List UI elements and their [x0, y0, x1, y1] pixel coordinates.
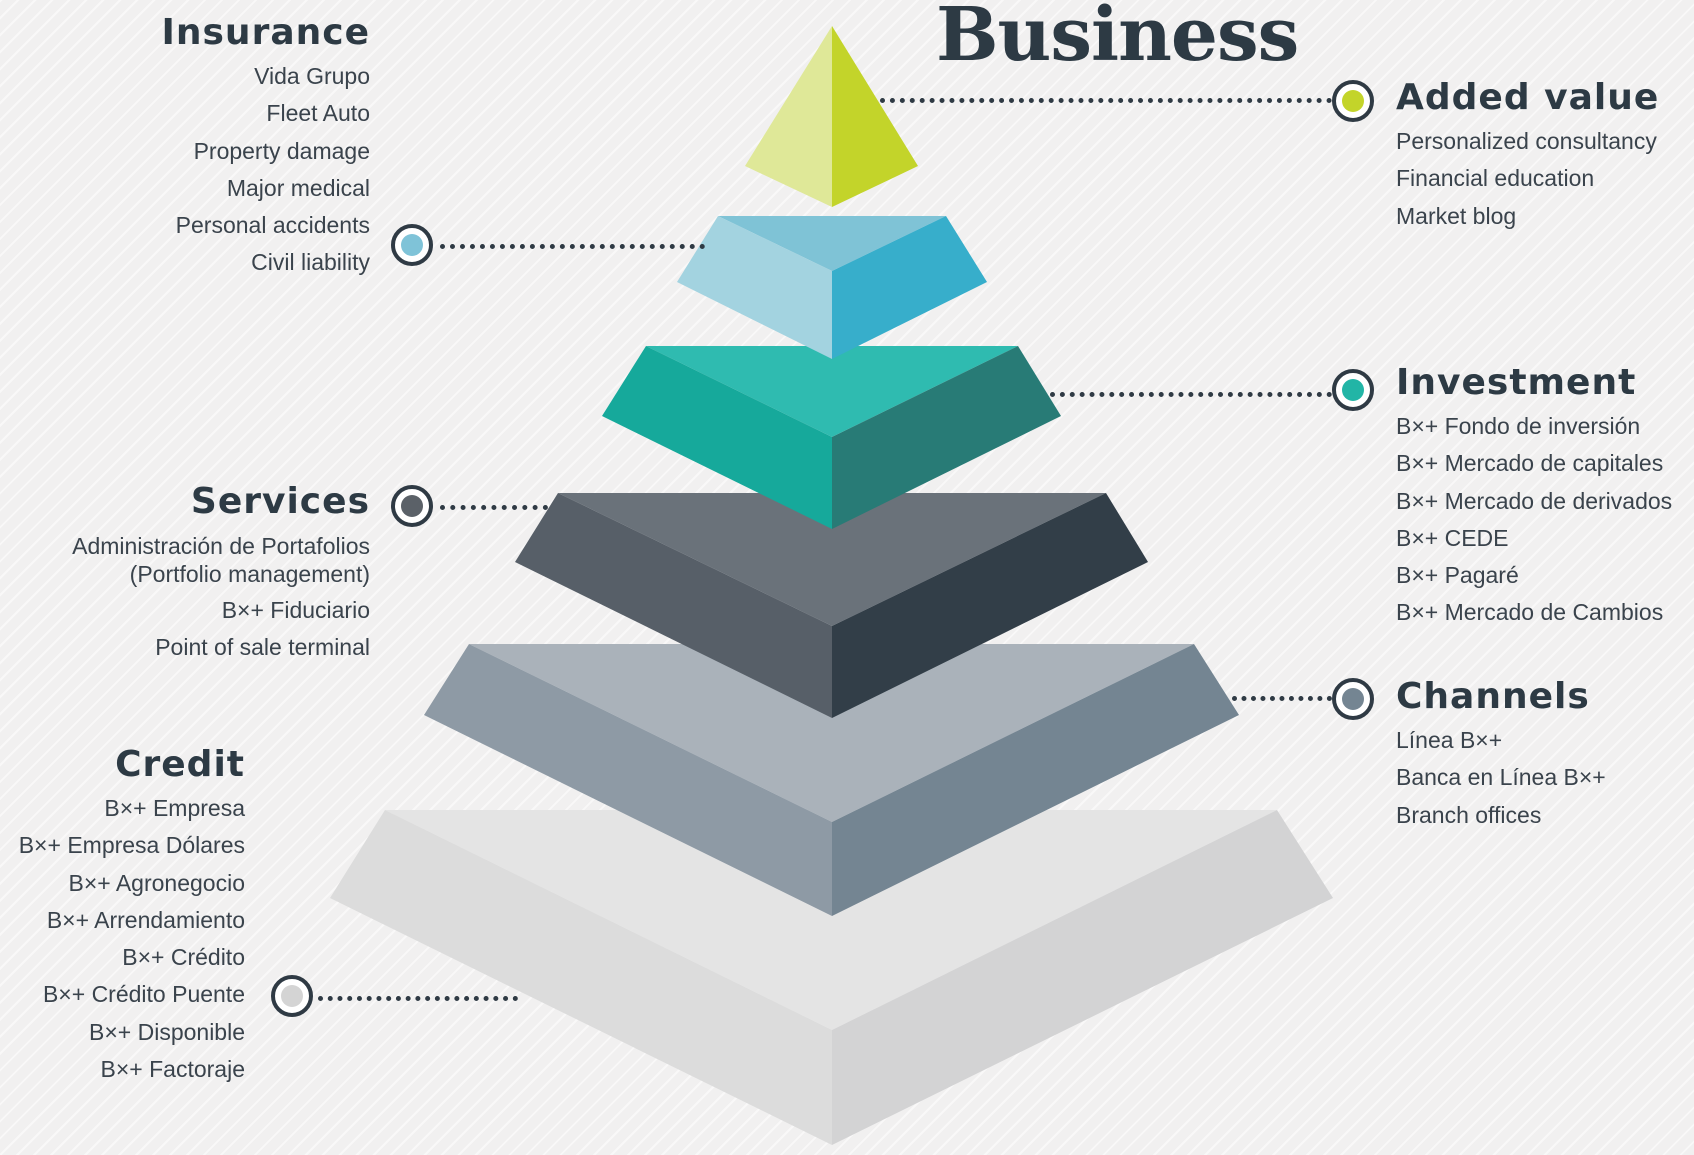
list-item: B×+ Mercado de capitales [1396, 450, 1664, 477]
group-credit-heading: Credit [115, 744, 245, 785]
connector-channels [1232, 696, 1332, 701]
list-item: Personalized consultancy [1396, 128, 1657, 154]
pyramid-tier-services [515, 493, 1148, 718]
list-item: B×+ Agronegocio [68, 869, 245, 896]
group-services: Services Administración de Portafolios (… [0, 479, 370, 667]
connector-added-value [880, 98, 1332, 103]
group-channels-list: Línea B×+ Banca en Línea B×+ Branch offi… [1396, 722, 1686, 834]
list-item: B×+ Fiduciario [221, 597, 370, 623]
group-credit-list: B×+ Empresa B×+ Empresa Dólares B×+ Agro… [0, 790, 245, 1088]
connector-credit [318, 996, 518, 1001]
list-item: B×+ CEDE [1396, 524, 1509, 551]
list-item: B×+ Crédito Puente [42, 981, 245, 1008]
list-item: Major medical [226, 174, 370, 201]
list-item: Vida Grupo [254, 63, 370, 89]
group-channels-heading: Channels [1396, 676, 1590, 717]
list-item: B×+ Factoraje [100, 1056, 245, 1083]
group-services-list: Administración de Portafolios (Portfolio… [0, 527, 370, 667]
list-item: B×+ Pagaré [1396, 562, 1519, 589]
list-item: B×+ Mercado de Cambios [1396, 599, 1664, 626]
pyramid-tier-insurance [677, 216, 987, 359]
marker-investment-dot [1342, 379, 1364, 401]
list-item: Civil liability [251, 249, 370, 276]
group-investment: Investment B×+ Fondo de inversión B×+ Me… [1396, 360, 1686, 632]
list-item: Branch offices [1396, 801, 1542, 828]
group-investment-heading: Investment [1396, 362, 1637, 403]
list-item: Personal accidents [175, 212, 370, 239]
marker-channels [1332, 678, 1374, 720]
group-investment-list: B×+ Fondo de inversión B×+ Mercado de ca… [1396, 408, 1686, 632]
marker-services [391, 485, 433, 527]
pyramid-tier-channels [424, 644, 1239, 916]
connector-services [440, 505, 548, 510]
group-credit: Credit B×+ Empresa B×+ Empresa Dólares B… [0, 742, 245, 1088]
group-added-value-heading: Added value [1396, 77, 1660, 118]
list-item: Market blog [1396, 202, 1517, 229]
marker-services-dot [401, 495, 423, 517]
marker-added-value [1332, 80, 1374, 122]
group-services-heading: Services [190, 481, 370, 522]
group-added-value-list: Personalized consultancy Financial educa… [1396, 123, 1686, 235]
pyramid-tier-investment [602, 346, 1061, 529]
list-item: Fleet Auto [266, 100, 370, 127]
connector-investment [1050, 392, 1332, 397]
list-item: B×+ Fondo de inversión [1396, 413, 1641, 439]
list-item: Banca en Línea B×+ [1396, 764, 1606, 791]
list-item: Property damage [193, 137, 370, 164]
list-item: B×+ Mercado de derivados [1396, 487, 1673, 514]
group-insurance-heading: Insurance [161, 12, 370, 53]
marker-insurance-dot [401, 234, 423, 256]
marker-credit-dot [281, 985, 303, 1007]
marker-channels-dot [1342, 688, 1364, 710]
list-item: B×+ Crédito [122, 944, 245, 971]
list-item: B×+ Empresa Dólares [18, 832, 245, 859]
pyramid-tier-added-value [745, 26, 918, 207]
list-item: B×+ Empresa [104, 795, 245, 821]
group-added-value: Added value Personalized consultancy Fin… [1396, 75, 1686, 235]
marker-investment [1332, 369, 1374, 411]
list-item: B×+ Disponible [89, 1018, 245, 1045]
list-item: Point of sale terminal [155, 634, 370, 661]
group-channels: Channels Línea B×+ Banca en Línea B×+ Br… [1396, 674, 1686, 834]
marker-credit [271, 975, 313, 1017]
list-item: Línea B×+ [1396, 727, 1503, 753]
list-item: Financial education [1396, 165, 1595, 192]
group-insurance-list: Vida Grupo Fleet Auto Property damage Ma… [0, 58, 370, 282]
connector-insurance [440, 244, 705, 249]
list-item: Administración de Portafolios (Portfolio… [72, 533, 370, 587]
diagram-title: Business [936, 0, 1299, 78]
group-insurance: Insurance Vida Grupo Fleet Auto Property… [0, 10, 370, 282]
pyramid-tier-credit [330, 810, 1333, 1145]
marker-added-value-dot [1342, 90, 1364, 112]
marker-insurance [391, 224, 433, 266]
list-item: B×+ Arrendamiento [46, 906, 245, 933]
